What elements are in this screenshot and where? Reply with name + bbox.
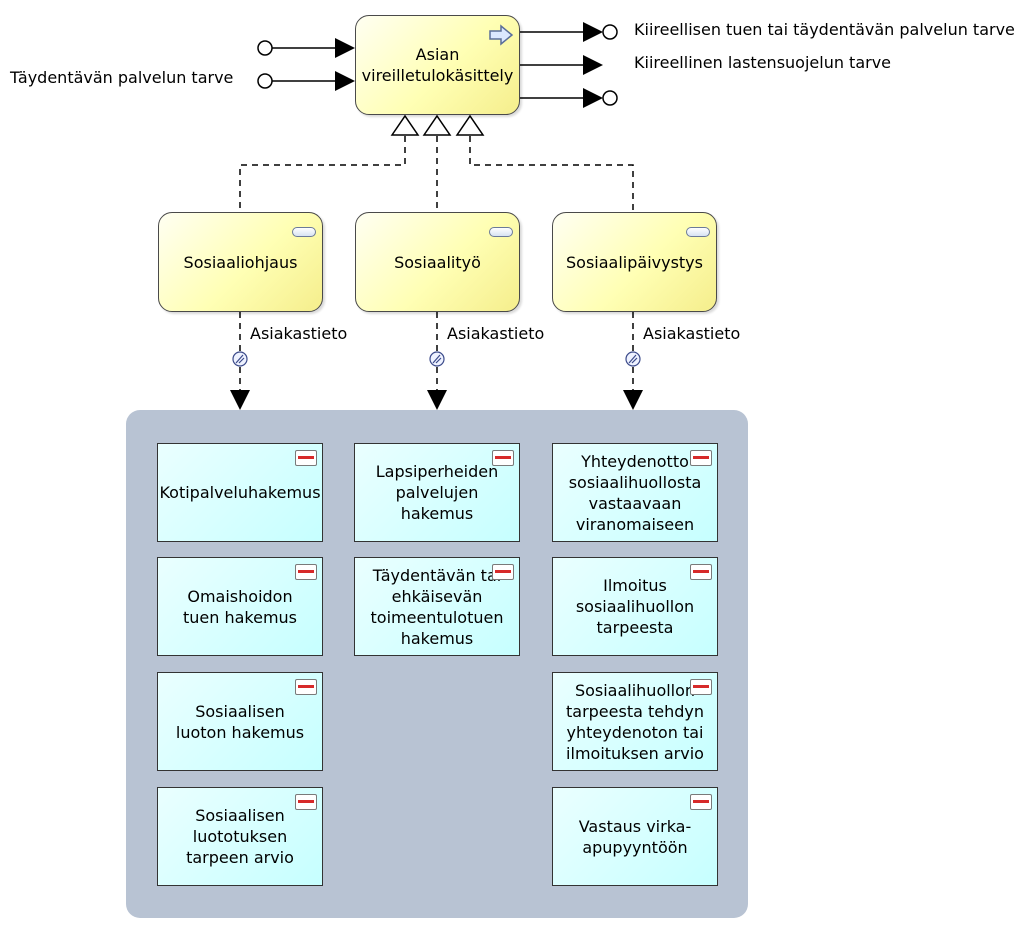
- data-object-icon: [690, 794, 712, 810]
- output-label-1: Kiireellisen tuen tai täydentävän palvel…: [634, 20, 1015, 39]
- data-object-arvio[interactable]: Sosiaalihuollon tarpeesta tehdyn yhteyde…: [552, 672, 718, 771]
- data-object-ilmoitus[interactable]: Ilmoitus sosiaalihuollon tarpeesta: [552, 557, 718, 656]
- service-icon: [292, 227, 316, 237]
- data-object-icon: [295, 679, 317, 695]
- data-object-vastaus-virka-apupyyntoon[interactable]: Vastaus virka-apupyyntöön: [552, 787, 718, 886]
- data-object-label: Kotipalveluhakemus: [159, 483, 321, 502]
- data-object-label: Täydentävän tai ehkäisevän toimeentulotu…: [370, 565, 504, 648]
- realization-triangles: [390, 114, 485, 136]
- data-object-label: Yhteydenotto sosiaalihuollosta vastaavaa…: [568, 451, 702, 534]
- input-flow-2: [257, 71, 355, 91]
- output-flow-2: [520, 55, 603, 75]
- service-icon: [686, 227, 710, 237]
- service-box-sosiaaliohjaus[interactable]: Sosiaaliohjaus: [158, 212, 323, 312]
- output-flow-1: [520, 22, 618, 42]
- data-object-label: Omaishoidon tuen hakemus: [182, 586, 298, 627]
- data-object-yhteydenotto[interactable]: Yhteydenotto sosiaalihuollosta vastaavaa…: [552, 443, 718, 542]
- data-object-icon: [690, 564, 712, 580]
- data-object-label: Sosiaalihuollon tarpeesta tehdyn yhteyde…: [565, 680, 705, 763]
- data-object-icon: [690, 679, 712, 695]
- data-object-icon: [295, 564, 317, 580]
- data-object-label: Ilmoitus sosiaalihuollon tarpeesta: [575, 576, 695, 637]
- data-object-label: Lapsiperheiden palvelujen hakemus: [375, 462, 499, 523]
- input-flow-1: [257, 38, 355, 58]
- service-box-sosiaalipaivystys[interactable]: Sosiaalipäivystys: [552, 212, 717, 312]
- data-object-label: Vastaus virka-apupyyntöön: [578, 816, 692, 857]
- data-object-icon: [295, 794, 317, 810]
- data-object-sosiaalisen-luoton-hakemus[interactable]: Sosiaalisen luoton hakemus: [157, 672, 323, 771]
- access-flow-1: [230, 312, 250, 410]
- data-object-icon: [492, 564, 514, 580]
- access-flow-2: [427, 312, 447, 410]
- realization-lines: [239, 136, 634, 212]
- data-object-label: Sosiaalisen luototuksen tarpeen arvio: [186, 806, 294, 867]
- access-flow-label-3: Asiakastieto: [643, 324, 741, 343]
- data-object-omaishoidon-tuen-hakemus[interactable]: Omaishoidon tuen hakemus: [157, 557, 323, 656]
- main-process-label: Asian vireilletulokäsittely: [361, 45, 514, 85]
- access-flow-label-1: Asiakastieto: [250, 324, 348, 343]
- output-flow-3: [520, 88, 618, 108]
- output-label-2: Kiireellinen lastensuojelun tarve: [634, 53, 892, 72]
- data-object-icon: [492, 450, 514, 466]
- data-object-lapsiperheiden-palvelujen-hakemus[interactable]: Lapsiperheiden palvelujen hakemus: [354, 443, 520, 542]
- service-box-sosiaalityo[interactable]: Sosiaalityö: [355, 212, 520, 312]
- process-arrow-icon: [489, 24, 514, 46]
- data-object-icon: [295, 450, 317, 466]
- data-object-label: Sosiaalisen luoton hakemus: [175, 701, 305, 742]
- data-object-taydentavan-toimeentulotuen-hakemus[interactable]: Täydentävän tai ehkäisevän toimeentulotu…: [354, 557, 520, 656]
- service-label: Sosiaalipäivystys: [566, 252, 703, 272]
- main-process-box[interactable]: Asian vireilletulokäsittely: [355, 15, 520, 115]
- input-label-2: Täydentävän palvelun tarve: [10, 68, 234, 87]
- service-icon: [489, 227, 513, 237]
- service-label: Sosiaaliohjaus: [183, 252, 298, 272]
- data-object-kotipalveluhakemus[interactable]: Kotipalveluhakemus: [157, 443, 323, 542]
- data-object-sosiaalisen-luototuksen-tarpeen-arvio[interactable]: Sosiaalisen luototuksen tarpeen arvio: [157, 787, 323, 886]
- data-object-icon: [690, 450, 712, 466]
- access-flow-label-2: Asiakastieto: [447, 324, 545, 343]
- service-label: Sosiaalityö: [394, 252, 481, 272]
- access-flow-3: [623, 312, 643, 410]
